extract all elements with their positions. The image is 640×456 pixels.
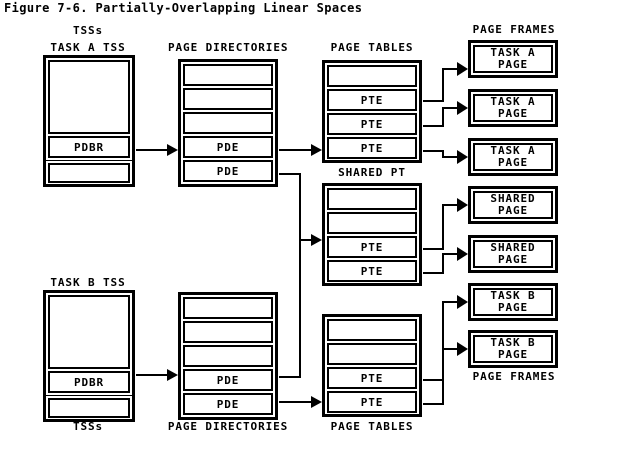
page-frame-line2: PAGE	[497, 253, 529, 266]
page-frame-inner: TASK B PAGE	[473, 288, 553, 316]
pte-cell[interactable]: PTE	[327, 260, 417, 282]
caption-tss-bottom: TSSs	[72, 420, 104, 433]
page-frame-box[interactable]: TASK B PAGE	[468, 330, 558, 368]
caption-page-tables-bottom: PAGE TABLES	[330, 420, 414, 433]
connector-pte-to-frame	[423, 295, 468, 381]
page-frame-box[interactable]: SHARED PAGE	[468, 186, 558, 224]
task-b-tss-box-tail	[43, 396, 135, 422]
pte-cell[interactable]	[327, 188, 417, 210]
tss-cell-pdbr[interactable]: PDBR	[48, 136, 130, 158]
figure-title: Figure 7-6. Partially-Overlapping Linear…	[4, 1, 363, 15]
page-frame-line1: TASK A	[490, 95, 536, 108]
connector-pte-to-frame	[423, 342, 468, 405]
caption-shared-pt: SHARED PT	[338, 166, 406, 179]
tss-cell[interactable]	[48, 163, 130, 183]
page-frame-inner: SHARED PAGE	[473, 240, 553, 268]
page-frame-line2: PAGE	[497, 107, 529, 120]
caption-page-tables-top: PAGE TABLES	[330, 41, 414, 54]
pte-cell[interactable]: PTE	[327, 367, 417, 389]
connector-pde-a-to-page-table-a	[279, 144, 322, 156]
pte-cell[interactable]	[327, 212, 417, 234]
connector-pte-to-frame	[423, 62, 468, 102]
pde-cell[interactable]	[183, 345, 273, 367]
pde-cell[interactable]: PDE	[183, 136, 273, 158]
page-frame-inner: TASK A PAGE	[473, 94, 553, 122]
pte-cell[interactable]: PTE	[327, 113, 417, 135]
task-b-tss-box: PDBR	[43, 290, 135, 398]
page-frame-inner: TASK A PAGE	[473, 45, 553, 73]
tss-cell-pdbr[interactable]: PDBR	[48, 371, 130, 393]
pde-cell[interactable]: PDE	[183, 160, 273, 182]
pde-cell[interactable]	[183, 64, 273, 86]
shared-page-table-box: PTE PTE	[322, 183, 422, 286]
page-frame-line2: PAGE	[497, 204, 529, 217]
page-frame-line2: PAGE	[497, 156, 529, 169]
caption-task-a-tss: TASK A TSS	[50, 41, 126, 54]
pde-cell[interactable]	[183, 321, 273, 343]
caption-page-directories-top: PAGE DIRECTORIES	[168, 41, 289, 54]
page-frame-box[interactable]: TASK A PAGE	[468, 138, 558, 176]
caption-page-directories-bottom: PAGE DIRECTORIES	[167, 420, 289, 433]
pte-cell[interactable]: PTE	[327, 236, 417, 258]
pde-cell[interactable]: PDE	[183, 369, 273, 391]
connector-pdbr-a-to-pde	[136, 144, 178, 156]
page-frame-inner: TASK A PAGE	[473, 143, 553, 171]
page-frame-line1: SHARED	[490, 192, 536, 205]
tss-cell[interactable]	[48, 60, 130, 134]
page-frame-box[interactable]: TASK A PAGE	[468, 40, 558, 78]
connector-pte-to-frame	[423, 150, 468, 164]
caption-tss-top: TSSs	[72, 24, 104, 37]
pte-cell[interactable]: PTE	[327, 137, 417, 159]
page-frame-inner: TASK B PAGE	[473, 335, 553, 363]
connector-pde-b-to-shared-pt	[279, 240, 301, 378]
page-frame-line1: TASK A	[490, 144, 536, 157]
page-frame-line2: PAGE	[497, 348, 529, 361]
page-directory-b-box: PDE PDE	[178, 292, 278, 420]
pte-cell[interactable]: PTE	[327, 89, 417, 111]
page-frame-line2: PAGE	[497, 58, 529, 71]
page-frame-box[interactable]: TASK B PAGE	[468, 283, 558, 321]
page-table-a-box: PTE PTE PTE	[322, 60, 422, 163]
connector-pte-to-frame	[423, 247, 468, 274]
page-frame-line1: SHARED	[490, 241, 536, 254]
page-frame-box[interactable]: SHARED PAGE	[468, 235, 558, 273]
pte-cell[interactable]	[327, 319, 417, 341]
pte-cell[interactable]	[327, 65, 417, 87]
page-table-b-box: PTE PTE	[322, 314, 422, 417]
pde-cell[interactable]	[183, 112, 273, 134]
page-frame-line1: TASK B	[490, 289, 536, 302]
page-frame-box[interactable]: TASK A PAGE	[468, 89, 558, 127]
pte-cell[interactable]	[327, 343, 417, 365]
page-frame-inner: SHARED PAGE	[473, 191, 553, 219]
caption-page-frames-bottom: PAGE FRAMES	[472, 370, 556, 383]
pde-cell[interactable]	[183, 88, 273, 110]
connector-pde-b-to-page-table-b	[279, 396, 322, 408]
page-frame-line2: PAGE	[497, 301, 529, 314]
connector-pte-to-frame	[423, 101, 468, 127]
task-a-tss-box: PDBR	[43, 55, 135, 163]
connector-pde-a-to-shared-pt	[279, 173, 322, 246]
pde-cell[interactable]: PDE	[183, 393, 273, 415]
pde-cell[interactable]	[183, 297, 273, 319]
connector-pte-to-frame	[423, 198, 468, 250]
task-a-tss-box-tail	[43, 161, 135, 187]
pte-cell[interactable]: PTE	[327, 391, 417, 413]
tss-cell[interactable]	[48, 398, 130, 418]
caption-page-frames-top: PAGE FRAMES	[472, 23, 556, 36]
page-directory-a-box: PDE PDE	[178, 59, 278, 187]
page-frame-line1: TASK B	[490, 336, 536, 349]
connector-pdbr-b-to-pde	[136, 369, 178, 381]
page-frame-line1: TASK A	[490, 46, 536, 59]
caption-task-b-tss: TASK B TSS	[50, 276, 126, 289]
tss-cell[interactable]	[48, 295, 130, 369]
